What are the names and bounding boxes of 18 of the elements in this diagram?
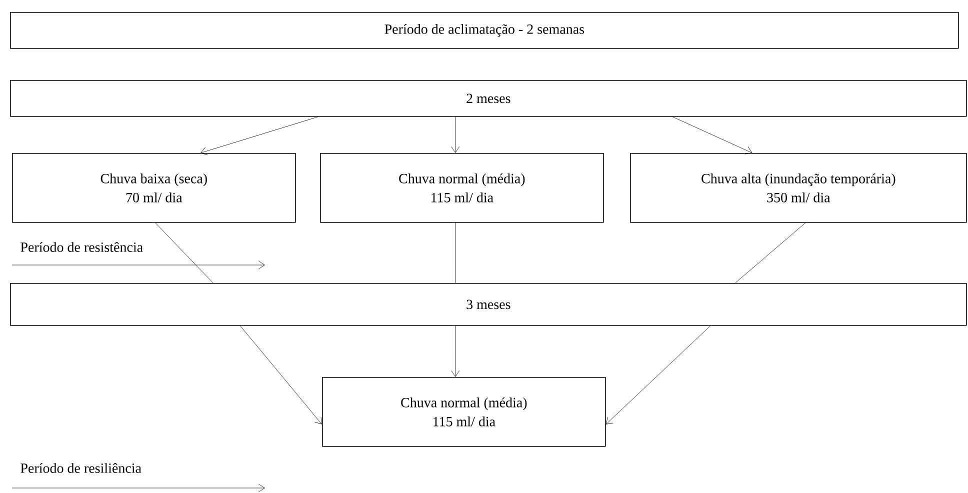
- arrow: [672, 116, 752, 154]
- arrow: [451, 116, 460, 153]
- connector-line: [455, 222, 456, 284]
- arrow: [240, 326, 322, 424]
- arrow: [200, 116, 318, 156]
- connector-line: [155, 222, 214, 284]
- process-box: Chuva alta (inundação temporária) 350 ml/ dia: [630, 153, 967, 223]
- band: 3 meses: [10, 283, 967, 326]
- arrow: [451, 326, 460, 377]
- process-box: Chuva normal (média) 115 ml/ dia: [320, 153, 604, 223]
- arrow: [606, 326, 711, 424]
- process-box: Chuva normal (média) 115 ml/ dia: [322, 377, 606, 447]
- connector-line: [735, 222, 806, 284]
- period-label: Período de resistência: [20, 242, 144, 252]
- period-label: Período de resiliência: [20, 463, 142, 473]
- band: Período de aclimatação - 2 semanas: [10, 12, 959, 49]
- process-box: Chuva baixa (seca) 70 ml/ dia: [12, 153, 296, 223]
- band: 2 meses: [10, 80, 967, 117]
